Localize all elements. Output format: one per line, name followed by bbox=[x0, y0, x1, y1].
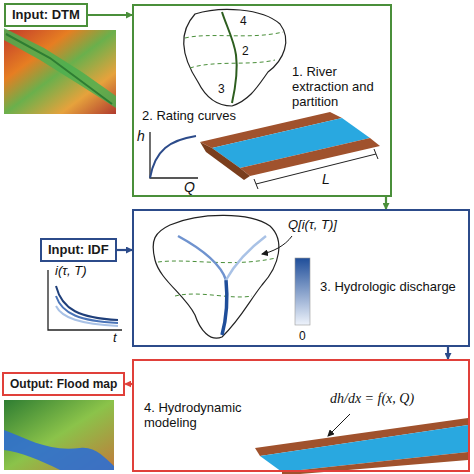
plot-axes bbox=[48, 270, 122, 330]
idf-curve bbox=[56, 296, 118, 323]
axis-label: L bbox=[322, 172, 330, 186]
river-reach bbox=[226, 236, 266, 280]
flow-arrow bbox=[117, 249, 132, 251]
axis-label: Q bbox=[184, 180, 195, 194]
callout-number: 4 bbox=[240, 14, 247, 28]
leader-arrow bbox=[262, 236, 292, 254]
discharge-colorbar bbox=[295, 258, 310, 325]
flow-arrow bbox=[385, 197, 387, 209]
rating-curve-plot bbox=[150, 132, 198, 178]
river-reach bbox=[178, 236, 226, 280]
step-title: 3. Hydrologic discharge bbox=[320, 279, 460, 294]
flood-map-image bbox=[4, 400, 114, 470]
input-box: Input: DTM bbox=[4, 3, 88, 27]
step-title: 2. Rating curves bbox=[142, 108, 272, 123]
idf-plot bbox=[48, 270, 122, 330]
dtm-image bbox=[4, 28, 116, 114]
input-label: Output: Flood map bbox=[10, 377, 117, 391]
dtm-river bbox=[6, 34, 112, 104]
axis-label: 0 bbox=[299, 329, 306, 343]
hydrodynamic-channel bbox=[255, 414, 468, 474]
basin-outline bbox=[153, 215, 279, 338]
output-box: Output: Flood map bbox=[2, 372, 125, 396]
step-panel: 1. River extraction and partition 2. Rati… bbox=[132, 4, 392, 197]
dtm-valley bbox=[4, 28, 116, 108]
partition-line bbox=[185, 32, 283, 38]
step-panel: 4. Hydrodynamic modeling bbox=[132, 359, 470, 472]
flow-arrow bbox=[88, 14, 132, 16]
flood-raster bbox=[4, 400, 114, 470]
axis-label: dh/dx = f(x, Q) bbox=[330, 392, 414, 406]
axis-label: h bbox=[137, 129, 145, 143]
flow-arrow bbox=[125, 383, 132, 385]
river-reach bbox=[222, 280, 227, 335]
step-title: 4. Hydrodynamic modeling bbox=[144, 400, 264, 430]
input-box: Input: IDF bbox=[40, 238, 117, 262]
idf-curve bbox=[56, 306, 118, 326]
step-title: 1. River extraction and partition bbox=[292, 64, 392, 109]
dimension-ticks bbox=[254, 149, 378, 189]
partition-line bbox=[158, 258, 276, 263]
flow-arrow bbox=[447, 347, 449, 359]
callout-number: 2 bbox=[242, 44, 249, 58]
channel-reach bbox=[200, 112, 380, 189]
basin-outline bbox=[184, 9, 286, 106]
discharge-basin bbox=[153, 215, 310, 338]
axis-label: Q[i(τ, T)] bbox=[288, 218, 337, 232]
partition-line bbox=[190, 60, 275, 68]
partition-line bbox=[175, 294, 252, 297]
input-label: Input: DTM bbox=[12, 7, 80, 22]
plot-axes bbox=[150, 132, 198, 178]
rating-curve bbox=[150, 136, 196, 178]
input-label: Input: IDF bbox=[48, 242, 109, 257]
callout-number: 3 bbox=[218, 82, 225, 96]
channel-section bbox=[200, 142, 250, 180]
flood-extent bbox=[4, 430, 114, 470]
axis-label: i(τ, T) bbox=[55, 264, 87, 278]
axis-label: t bbox=[113, 331, 117, 345]
basin-sketch bbox=[184, 9, 286, 106]
length-dimension bbox=[256, 154, 376, 184]
leader-arrow bbox=[328, 414, 350, 436]
